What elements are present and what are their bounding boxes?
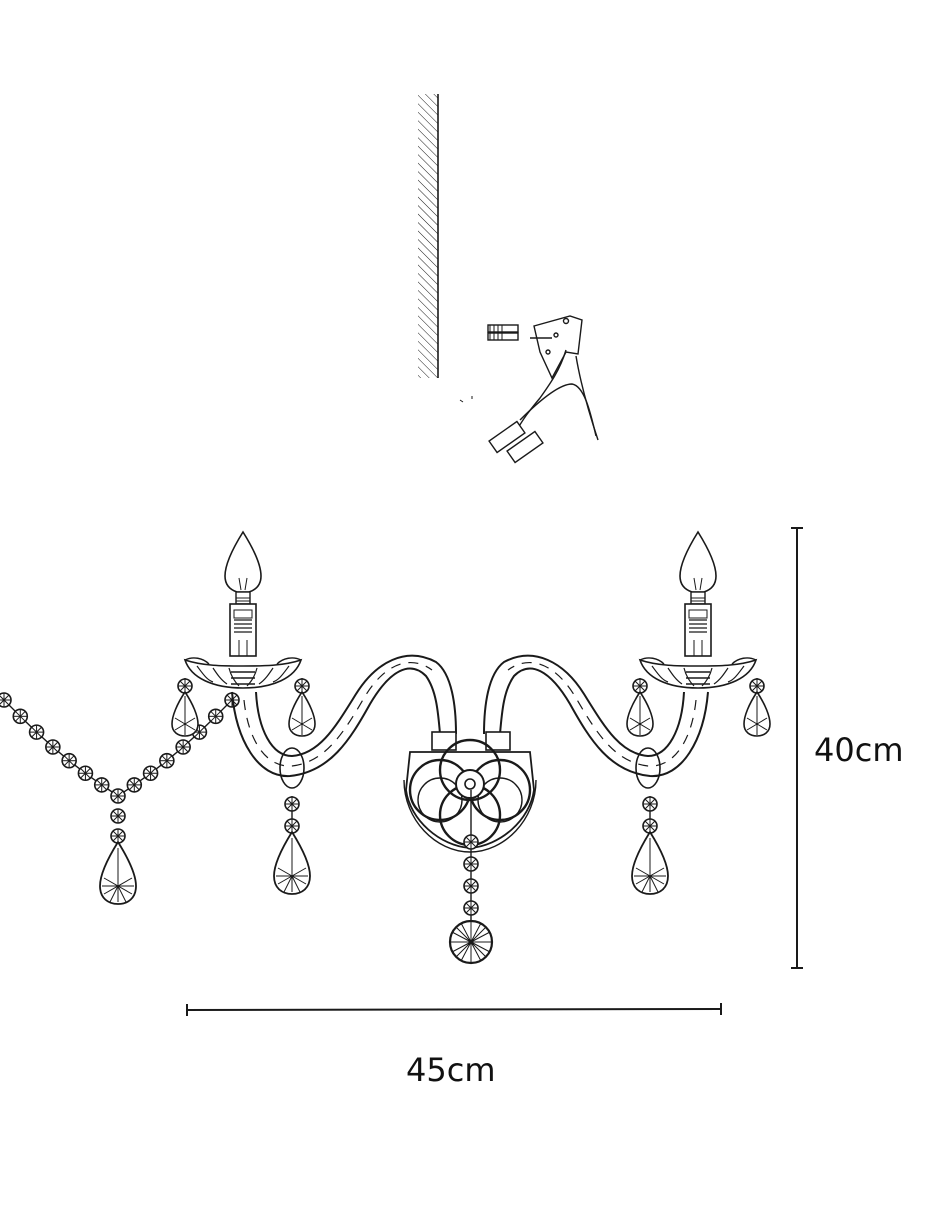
garland-bead: [175, 739, 191, 755]
crystal-bead: [642, 796, 658, 812]
crystal-bead: [463, 834, 479, 850]
teardrop-crystal: [626, 691, 654, 737]
garland-bead: [159, 752, 175, 769]
crystal-garland: [0, 692, 240, 905]
hanging-crystals: [171, 678, 771, 922]
garland-teardrop-crystal: [99, 841, 137, 905]
width-label: 45cm: [406, 1051, 496, 1089]
garland-bead: [45, 739, 61, 755]
teardrop-crystal: [273, 831, 311, 895]
glass-arms: [231, 654, 709, 789]
crystal-bead: [463, 900, 479, 916]
garland-bead: [142, 765, 159, 782]
garland-bead: [110, 808, 126, 824]
wall-backplate: [403, 731, 537, 853]
garland-bead: [207, 708, 224, 725]
garland-bead: [61, 752, 77, 769]
screws-icon: [487, 324, 519, 341]
teardrop-crystal: [743, 691, 771, 737]
wall-hatch: [418, 94, 438, 378]
garland-bead: [93, 777, 110, 793]
garland-bead: [126, 777, 143, 793]
right-candle-bulb: [639, 531, 757, 689]
garland-bead: [28, 724, 45, 740]
crystal-bead: [463, 856, 479, 872]
garland-bead: [0, 692, 12, 708]
crystal-bead: [284, 796, 300, 812]
garland-bead: [12, 708, 29, 725]
garland-bead: [77, 765, 94, 782]
crystal-bead: [463, 878, 479, 894]
height-label: 40cm: [814, 731, 904, 769]
teardrop-crystal: [631, 831, 669, 895]
teardrop-crystal: [288, 691, 316, 737]
height-dimension-line: [791, 527, 803, 969]
left-candle-bulb: [184, 531, 302, 689]
wall-mount-sketch: [418, 94, 599, 464]
garland-bead: [110, 788, 126, 804]
teardrop-crystal: [171, 691, 199, 737]
mounting-bracket-icon: [488, 315, 599, 464]
center-crystal-ball: [448, 919, 494, 965]
width-dimension-line: [186, 1003, 722, 1016]
